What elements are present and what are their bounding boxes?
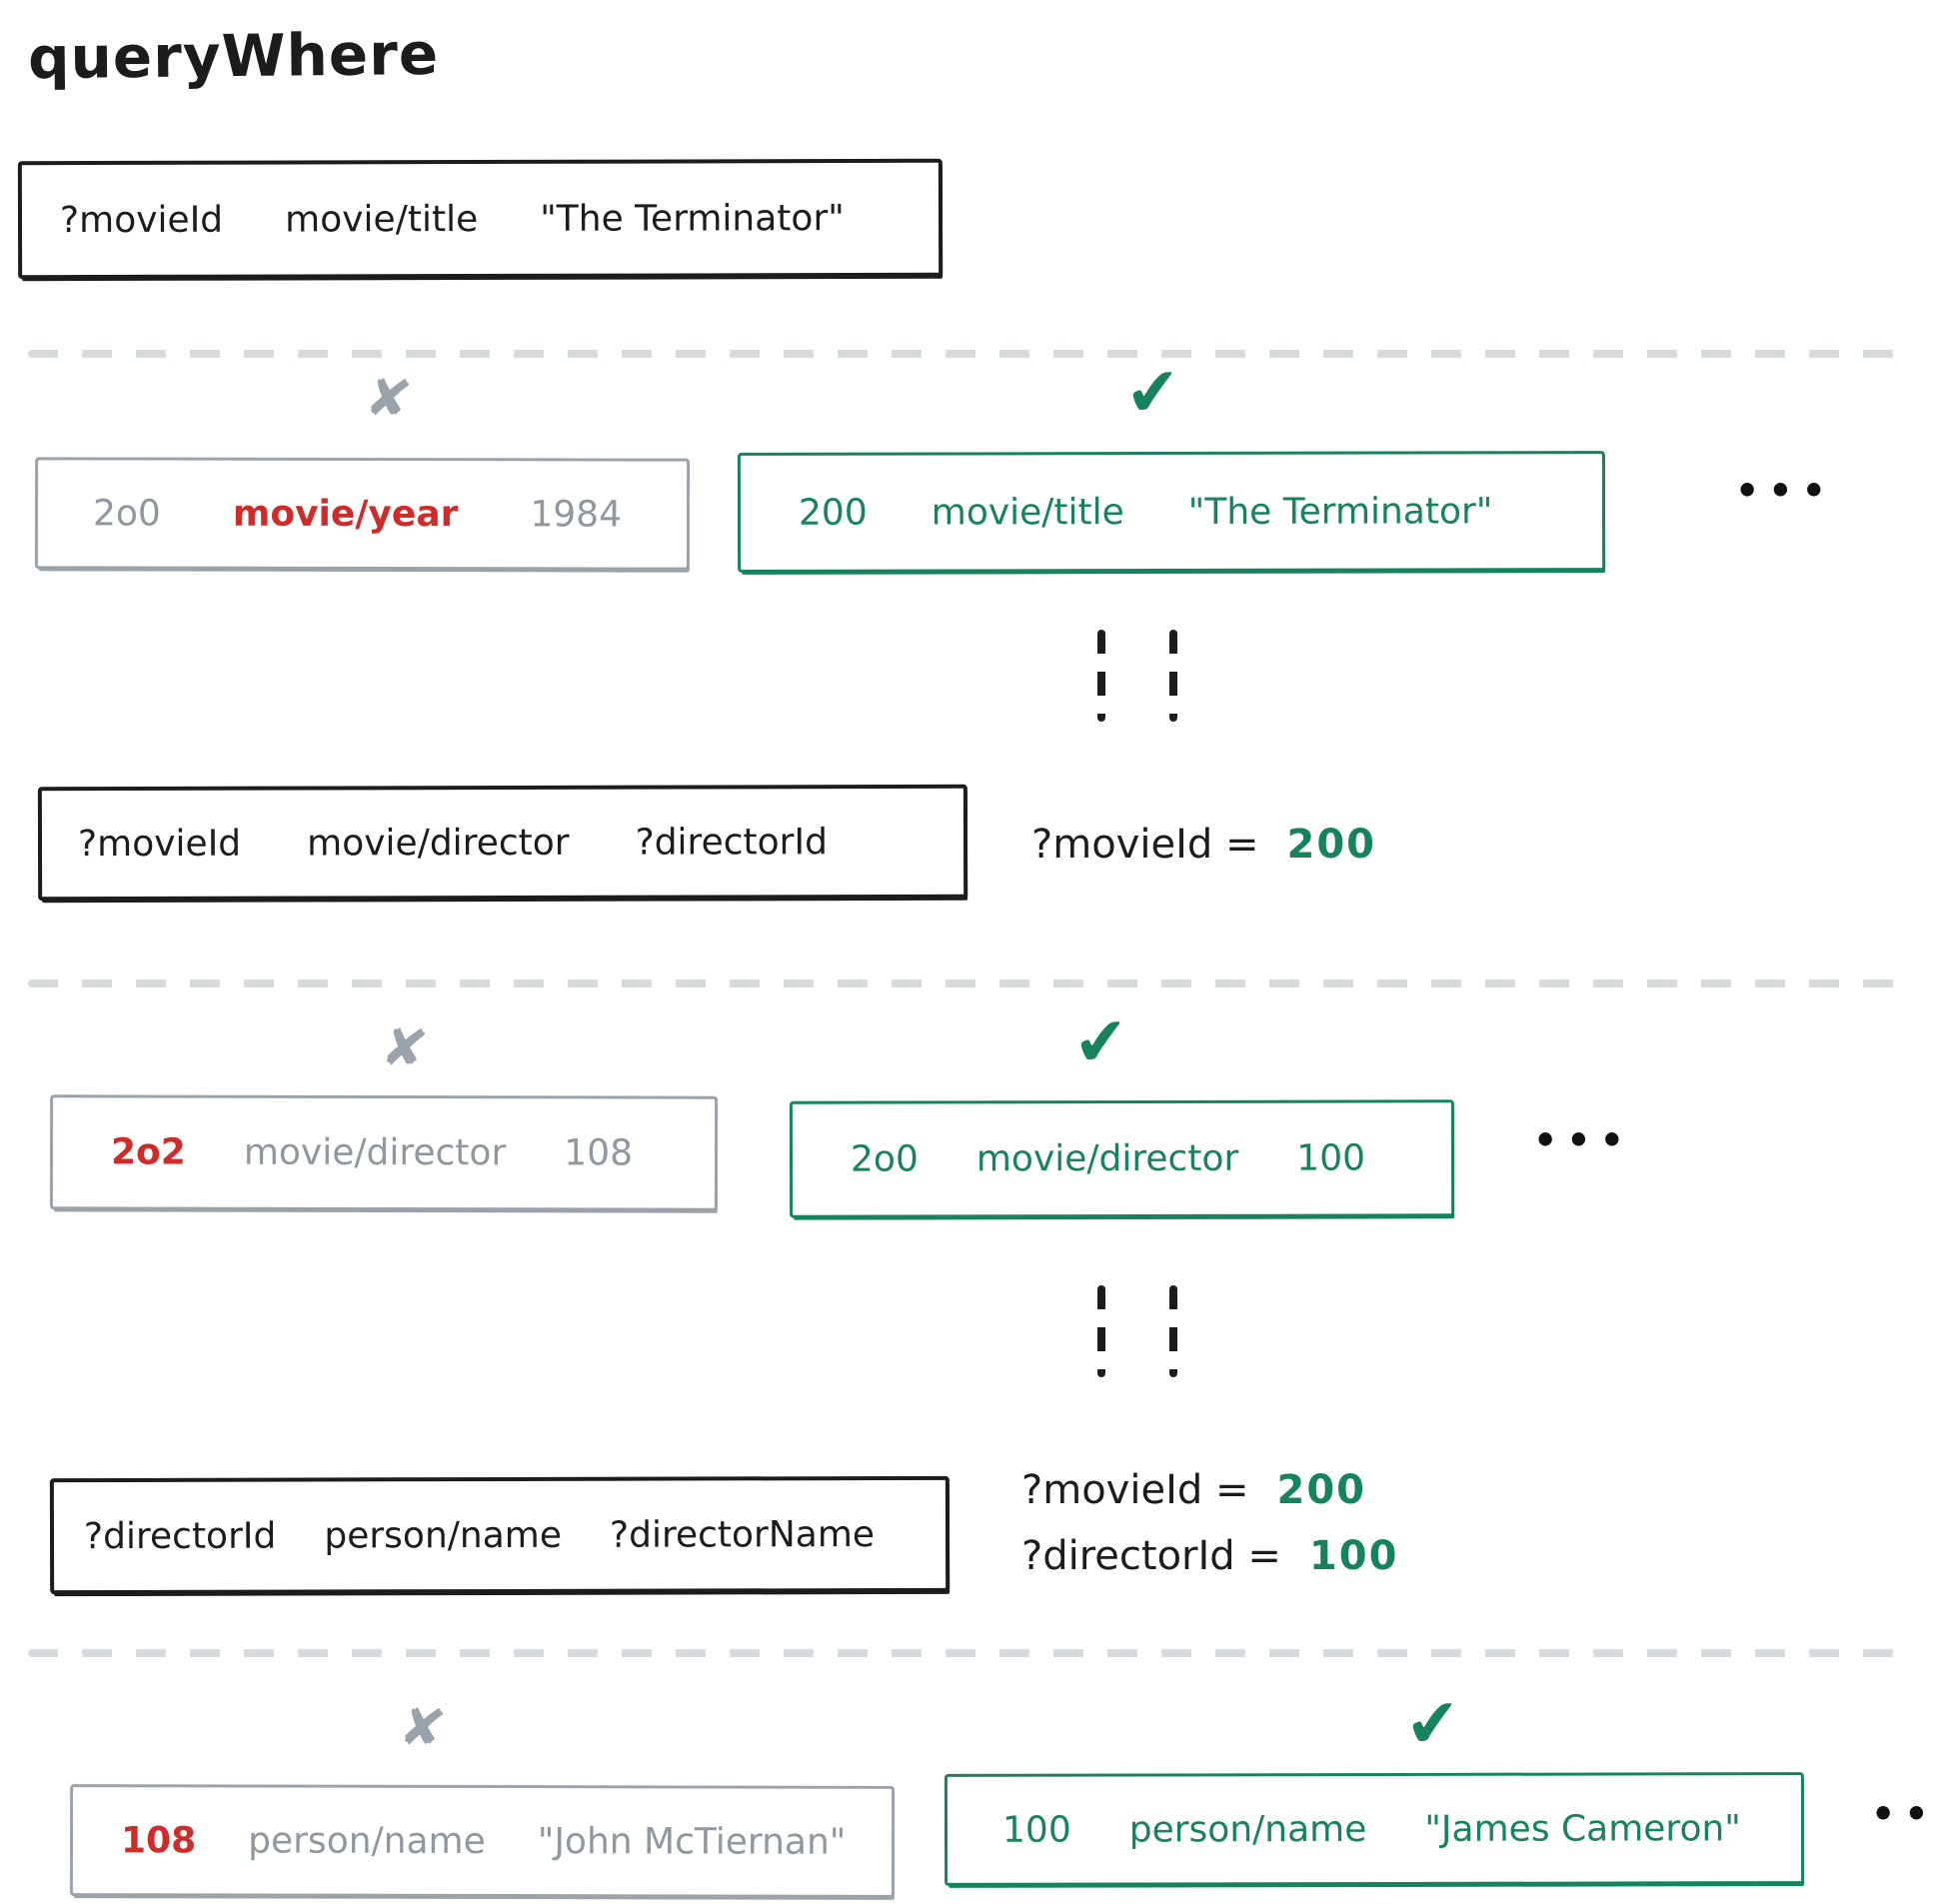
clause-attribute: movie/title xyxy=(285,198,479,241)
clause-value: ?directorId xyxy=(635,821,828,864)
binding-value: 100 xyxy=(1308,1533,1399,1579)
query-clause-2: ?movieId movie/director ?directorId xyxy=(78,822,828,865)
datom-attribute: movie/director xyxy=(975,1137,1239,1180)
clause-value: ?directorName xyxy=(609,1513,876,1556)
datom-rejected-2-box: 2o2 movie/director 108 xyxy=(49,1094,719,1211)
datom-entity: 2o0 xyxy=(92,492,161,535)
x-mark-icon: ✘ xyxy=(395,1693,450,1762)
datom-matched-3: 100 person/name "James Cameron" xyxy=(1002,1808,1741,1851)
datom-matched-1-box: 200 movie/title "The Terminator" xyxy=(737,451,1606,573)
section-divider-2 xyxy=(28,979,1917,987)
datom-value: "James Cameron" xyxy=(1424,1807,1741,1850)
datom-attribute-mismatch: movie/year xyxy=(232,493,459,535)
binding-directorId: ?directorId = 100 xyxy=(1021,1533,1398,1579)
datom-value: 1984 xyxy=(530,493,623,536)
query-clause-1-box: ?movieId movie/title "The Terminator" xyxy=(17,158,944,280)
page-title: queryWhere xyxy=(27,19,440,93)
binding-value: 200 xyxy=(1286,822,1376,868)
more-datoms-ellipsis: ••• xyxy=(1871,1792,1937,1836)
binding-movieId: ?movieId = 200 xyxy=(1021,1467,1366,1513)
binding-label: ?directorId = xyxy=(1021,1533,1281,1579)
datom-value: 100 xyxy=(1296,1137,1366,1179)
section-divider-3 xyxy=(28,1649,1917,1657)
datom-value: "The Terminator" xyxy=(1187,490,1493,533)
clause-attribute: person/name xyxy=(324,1514,563,1556)
binding-label: ?movieId = xyxy=(1021,1467,1249,1513)
clause-attribute: movie/director xyxy=(307,822,570,865)
datom-matched-2-box: 2o0 movie/director 100 xyxy=(789,1099,1455,1218)
datom-attribute: movie/director xyxy=(243,1131,507,1174)
x-mark-icon: ✘ xyxy=(377,1013,432,1082)
clause-entity: ?directorId xyxy=(83,1515,277,1557)
continuation-dashes-right xyxy=(1169,630,1177,722)
more-datoms-ellipsis: ••• xyxy=(1533,1118,1633,1162)
datom-rejected-3: 108 person/name "John McTiernan" xyxy=(121,1820,846,1863)
datom-entity: 100 xyxy=(1001,1809,1071,1851)
binding-label: ?movieId = xyxy=(1031,822,1259,868)
datom-attribute: movie/title xyxy=(931,491,1124,534)
clause-entity: ?movieId xyxy=(77,823,242,865)
datom-matched-2: 2o0 movie/director 100 xyxy=(851,1137,1365,1179)
datom-rejected-3-box: 108 person/name "John McTiernan" xyxy=(69,1784,896,1898)
datom-entity-mismatch: 108 xyxy=(120,1819,197,1861)
check-mark-icon: ✔ xyxy=(1402,1683,1463,1764)
datom-rejected-1-box: 2o0 movie/year 1984 xyxy=(34,457,691,571)
continuation-dashes-left xyxy=(1097,1285,1105,1377)
datom-entity: 2o0 xyxy=(850,1138,919,1180)
clause-value: "The Terminator" xyxy=(540,197,845,240)
query-clause-2-box: ?movieId movie/director ?directorId xyxy=(37,784,968,902)
datom-matched-3-box: 100 person/name "James Cameron" xyxy=(944,1772,1805,1886)
clause-entity: ?movieId xyxy=(59,199,224,241)
binding-movieId: ?movieId = 200 xyxy=(1031,822,1376,868)
section-divider-1 xyxy=(28,350,1917,358)
datom-attribute: person/name xyxy=(1128,1808,1367,1851)
datom-value: 108 xyxy=(564,1132,634,1174)
continuation-dashes-left xyxy=(1097,630,1105,722)
datom-matched-1: 200 movie/title "The Terminator" xyxy=(799,491,1492,533)
query-clause-3: ?directorId person/name ?directorName xyxy=(84,1514,875,1557)
datom-rejected-2: 2o2 movie/director 108 xyxy=(111,1131,633,1173)
datom-rejected-1: 2o0 movie/year 1984 xyxy=(93,493,622,535)
check-mark-icon: ✔ xyxy=(1122,352,1183,433)
check-mark-icon: ✔ xyxy=(1070,1001,1131,1082)
query-clause-3-box: ?directorId person/name ?directorName xyxy=(49,1475,951,1595)
datom-entity: 200 xyxy=(798,492,868,534)
datom-entity-mismatch: 2o2 xyxy=(110,1131,186,1173)
continuation-dashes-right xyxy=(1169,1285,1177,1377)
query-clause-1: ?movieId movie/title "The Terminator" xyxy=(60,198,845,241)
more-datoms-ellipsis: ••• xyxy=(1735,469,1835,513)
datom-attribute: person/name xyxy=(248,1820,486,1862)
x-mark-icon: ✘ xyxy=(361,364,416,433)
datom-value: "John McTiernan" xyxy=(537,1820,847,1863)
binding-value: 200 xyxy=(1276,1467,1366,1513)
